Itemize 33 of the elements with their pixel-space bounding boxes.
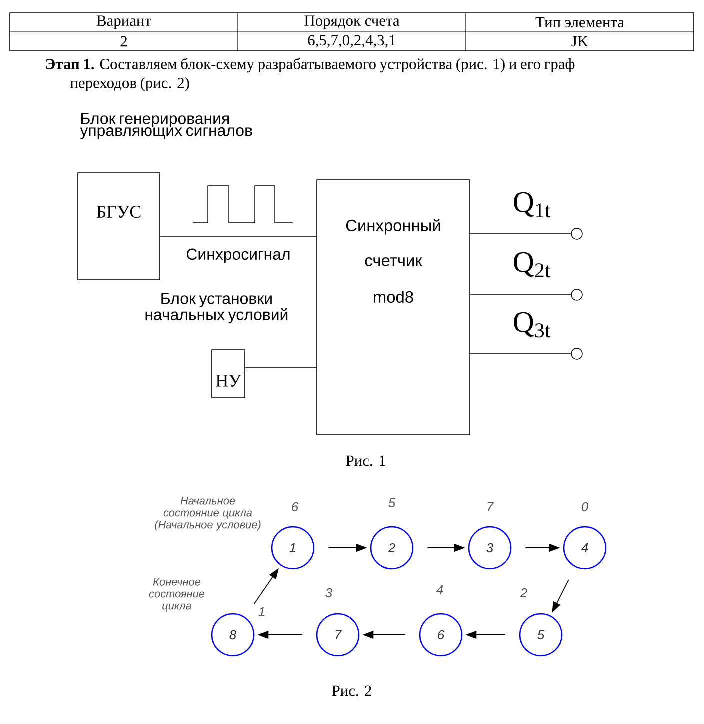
output-terminal — [571, 289, 583, 301]
table-cell: 6,5,7,0,2,4,3,1 — [308, 35, 396, 48]
state-code: 6 — [292, 502, 299, 512]
table-cell: Порядок счета — [304, 16, 400, 30]
state-code: 7 — [488, 502, 494, 512]
block-box: НУ — [212, 350, 246, 398]
state-code: 0 — [582, 502, 588, 512]
output-terminal — [571, 228, 583, 240]
table-cell: JK — [572, 36, 588, 47]
edge-label: Синхросигнал — [187, 248, 290, 264]
output-label: Q$_{1t}$ — [514, 192, 551, 218]
text-paragraph: Этап 1. Составляем блок-схему разрабатываемого устройства (рис. 1) и его граф переходов (рис. 2) — [46, 58, 575, 92]
block-caption: Блок генерирования управляющих сигналов — [80, 113, 252, 140]
state-code: 4 — [436, 586, 444, 594]
state-code: 5 — [388, 498, 396, 508]
output-label: Q$_{2t}$ — [514, 252, 551, 278]
output-terminal — [571, 348, 583, 360]
table-cell: Тип элемента — [536, 17, 624, 28]
annotation: Конечное состояние цикла — [149, 578, 205, 612]
state-code: 1 — [258, 608, 264, 616]
state-code: 2 — [520, 588, 528, 598]
state-code: 3 — [326, 588, 332, 598]
table-cell: 2 — [120, 36, 127, 47]
annotation: Начальное состояние цикла (Начальное условие) — [155, 497, 261, 531]
connector — [470, 294, 572, 296]
caption: Рис. 2 — [332, 686, 372, 696]
table-cell: Вариант — [96, 16, 152, 30]
block-box: БГУС — [78, 172, 160, 280]
output-label: Q$_{3t}$ — [514, 312, 551, 338]
caption: Рис. 1 — [346, 456, 386, 466]
connector — [160, 236, 317, 238]
counter-box: Синхронный счетчик mod8 — [316, 180, 470, 436]
block-caption: Блок установки начальных условий — [146, 293, 288, 324]
